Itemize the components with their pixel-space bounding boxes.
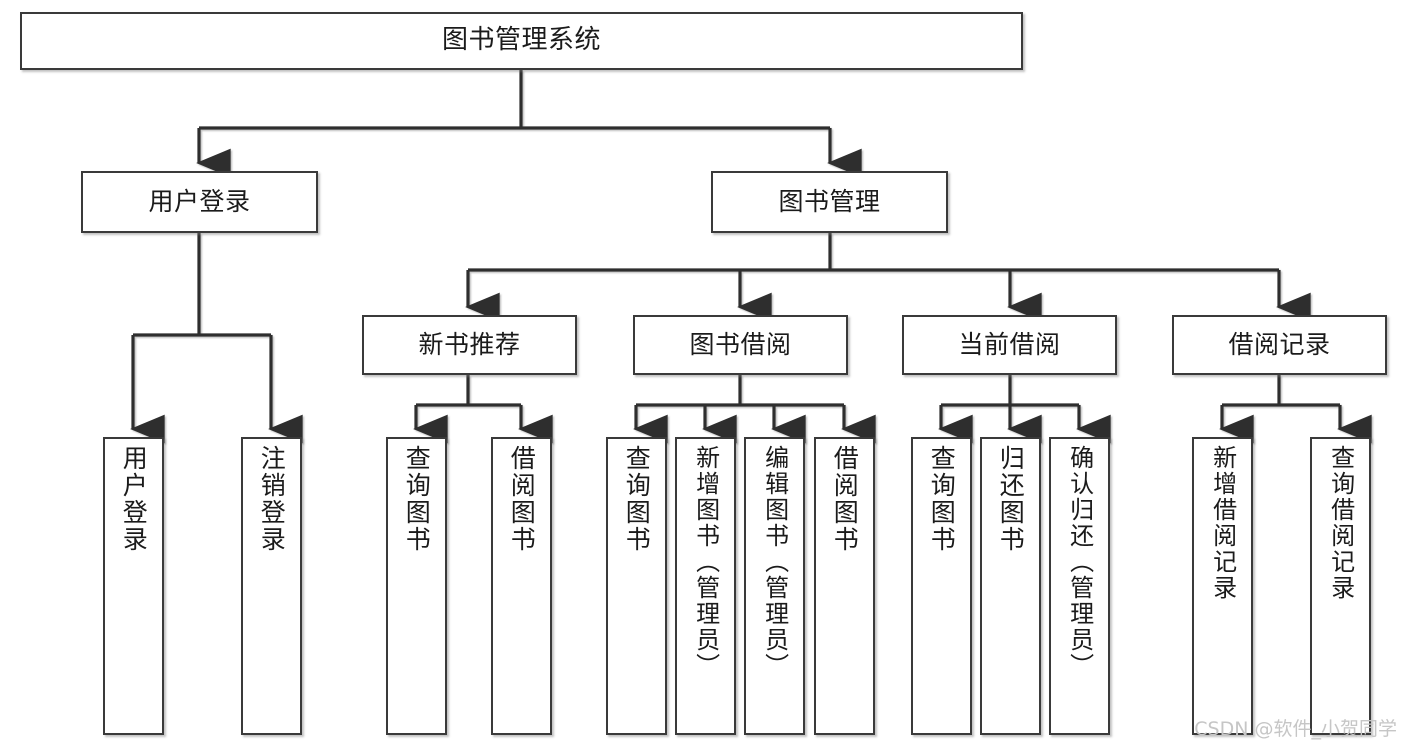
node-label: 新书推荐 [418, 329, 521, 359]
node-label: 注销登录 [257, 445, 287, 553]
node-label: 借阅图书 [830, 445, 860, 553]
leaf-query-books-recommend[interactable]: 查询图书 [386, 437, 447, 735]
node-current-borrow[interactable]: 当前借阅 [902, 315, 1117, 375]
leaf-user-login[interactable]: 用户登录 [103, 437, 164, 735]
node-label: 查询图书 [622, 445, 652, 553]
node-book-management[interactable]: 图书管理 [711, 171, 948, 233]
node-label: 确认归还（管理员） [1065, 445, 1094, 679]
node-root-system[interactable]: 图书管理系统 [20, 12, 1023, 70]
node-new-book-recommend[interactable]: 新书推荐 [362, 315, 577, 375]
leaf-edit-book-admin[interactable]: 编辑图书（管理员） [744, 437, 805, 735]
leaf-borrow-books[interactable]: 借阅图书 [814, 437, 875, 735]
node-label: 编辑图书（管理员） [760, 445, 789, 679]
node-label: 新增借阅记录 [1208, 445, 1237, 601]
leaf-add-borrow-record[interactable]: 新增借阅记录 [1192, 437, 1253, 735]
leaf-logout[interactable]: 注销登录 [241, 437, 302, 735]
csdn-watermark: CSDN @软件_小贺同学 [1194, 718, 1397, 740]
node-label: 图书借阅 [689, 329, 792, 359]
node-borrow-records[interactable]: 借阅记录 [1172, 315, 1387, 375]
node-label: 图书管理系统 [441, 25, 601, 56]
node-label: 图书管理 [778, 186, 881, 216]
node-label: 用户登录 [148, 186, 251, 216]
node-label: 用户登录 [119, 445, 149, 553]
leaf-return-books[interactable]: 归还图书 [980, 437, 1041, 735]
node-label: 借阅图书 [507, 445, 537, 553]
node-label: 查询图书 [402, 445, 432, 553]
leaf-query-borrow-record[interactable]: 查询借阅记录 [1310, 437, 1371, 735]
leaf-query-books-current[interactable]: 查询图书 [911, 437, 972, 735]
leaf-borrow-books-recommend[interactable]: 借阅图书 [491, 437, 552, 735]
node-label: 当前借阅 [958, 329, 1061, 359]
node-label: 新增图书（管理员） [691, 445, 720, 679]
leaf-confirm-return-admin[interactable]: 确认归还（管理员） [1049, 437, 1110, 735]
leaf-query-books-borrow[interactable]: 查询图书 [606, 437, 667, 735]
leaf-add-book-admin[interactable]: 新增图书（管理员） [675, 437, 736, 735]
node-label: 借阅记录 [1228, 329, 1331, 359]
node-label: 查询借阅记录 [1326, 445, 1355, 601]
node-book-borrow[interactable]: 图书借阅 [633, 315, 848, 375]
node-label: 查询图书 [927, 445, 957, 553]
node-label: 归还图书 [996, 445, 1026, 553]
node-user-login[interactable]: 用户登录 [81, 171, 318, 233]
